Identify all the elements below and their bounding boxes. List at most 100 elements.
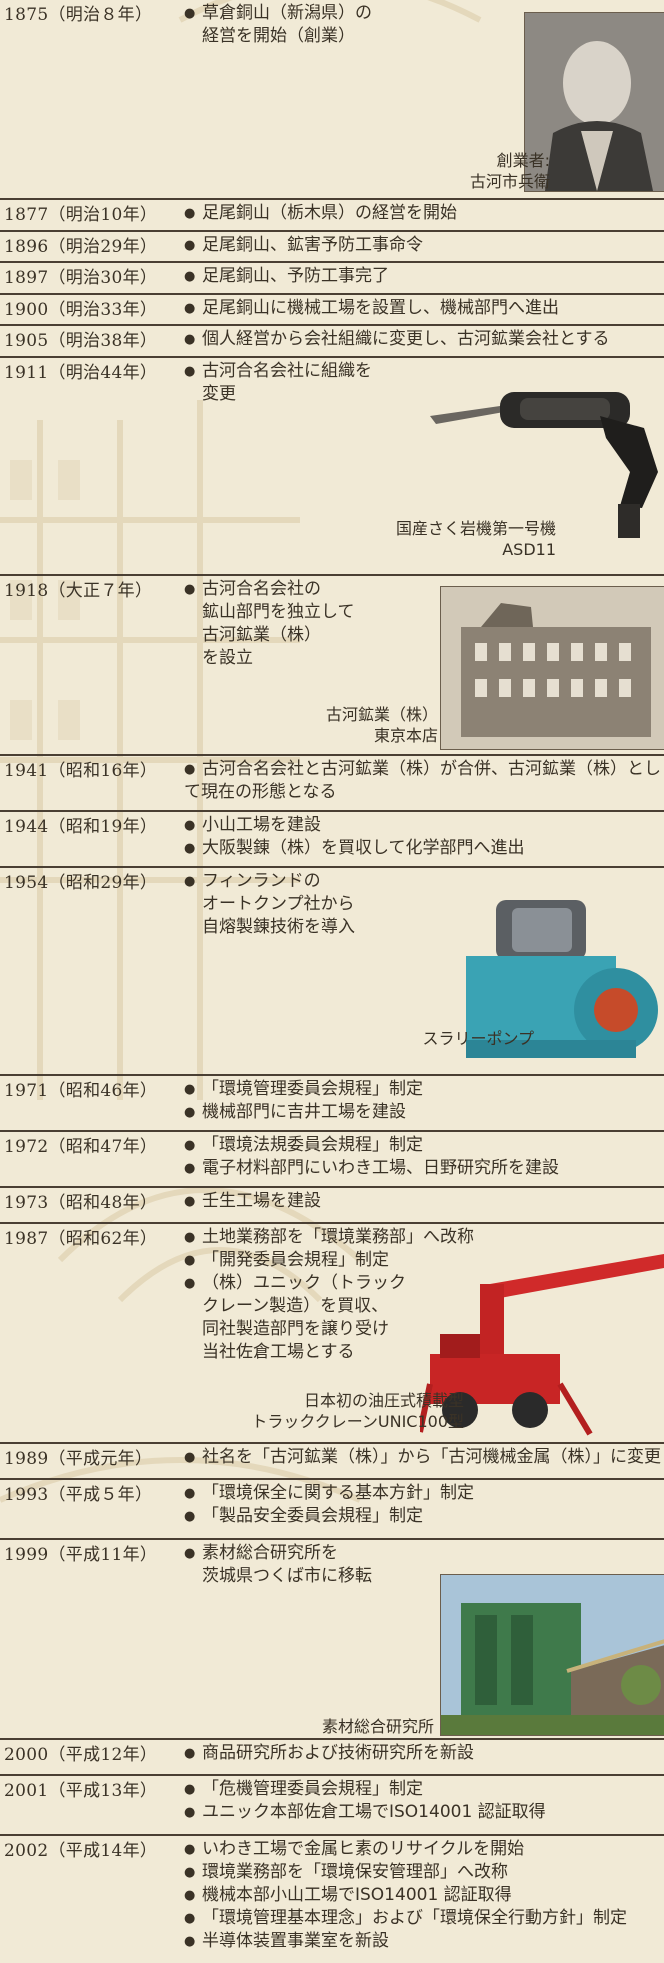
event-item: 「環境管理委員会規程」制定 [184, 1078, 664, 1101]
row-events: 足尾銅山、鉱害予防工事命令 [184, 234, 664, 257]
row-events: いわき工場で金属ヒ素のリサイクルを開始 環境業務部を「環境保安管理部」へ改称 機… [184, 1838, 664, 1953]
event-item: 茨城県つくば市に移転 [202, 1566, 372, 1586]
row-events: 「環境法規委員会規程」制定 電子材料部門にいわき工場、日野研究所を建設 [184, 1134, 664, 1180]
row-events: 草倉銅山（新潟県）の 経営を開始（創業） [184, 2, 664, 48]
row-date: 2002（平成14年） [4, 1841, 158, 1861]
event-item: て現在の形態となる [184, 782, 337, 802]
row-date: 1944（昭和19年） [4, 817, 158, 837]
row-date: 2000（平成12年） [4, 1745, 158, 1765]
event-item: 当社佐倉工場とする [202, 1342, 355, 1362]
tokyo-headquarters-photo [440, 586, 664, 750]
event-item: 変更 [202, 384, 236, 404]
event-item: 「危機管理委員会規程」制定 [184, 1778, 664, 1801]
timeline-row: 1999（平成11年） 素材総合研究所を 茨城県つくば市に移転 素材総合研究所 [0, 1538, 664, 1740]
truck-crane-illustration [420, 1254, 664, 1436]
row-events: 小山工場を建設 大阪製錬（株）を買収して化学部門へ進出 [184, 814, 664, 860]
row-date: 1989（平成元年） [4, 1449, 153, 1469]
event-item: 社名を「古河鉱業（株）」から「古河機械金属（株）」に変更 [184, 1446, 664, 1469]
photo-caption: 古河鉱業（株） 東京本店 [325, 705, 438, 745]
row-date: 1999（平成11年） [4, 1545, 158, 1565]
event-item: 足尾銅山に機械工場を設置し、機械部門へ進出 [184, 297, 664, 320]
slurry-pump-illustration [466, 900, 658, 1058]
event-item: 商品研究所および技術研究所を新設 [184, 1742, 664, 1765]
event-item: 半導体装置事業室を新設 [184, 1930, 664, 1953]
event-item: 大阪製錬（株）を買収して化学部門へ進出 [184, 837, 664, 860]
timeline-row: 1941（昭和16年） 古河合名会社と古河鉱業（株）が合併、古河鉱業（株）とし … [0, 754, 664, 812]
timeline-row: 1918（大正７年） 古河合名会社の 鉱山部門を独立して 古河鉱業（株） を設立… [0, 574, 664, 756]
photo-caption: スラリーポンプ [422, 1029, 534, 1048]
photo-caption: 創業者: 古河市兵衛 [469, 151, 550, 191]
event-item: 自熔製錬技術を導入 [202, 917, 355, 937]
timeline-row: 1897（明治30年） 足尾銅山、予防工事完了 [0, 261, 664, 295]
row-date: 1896（明治29年） [4, 237, 158, 257]
event-item: 「製品安全委員会規程」制定 [184, 1505, 664, 1528]
row-events: 足尾銅山に機械工場を設置し、機械部門へ進出 [184, 297, 664, 320]
row-date: 1993（平成５年） [4, 1485, 153, 1505]
row-date: 1897（明治30年） [4, 268, 158, 288]
row-events: 足尾銅山、予防工事完了 [184, 265, 664, 288]
timeline-row: 1900（明治33年） 足尾銅山に機械工場を設置し、機械部門へ進出 [0, 293, 664, 326]
row-events: 壬生工場を建設 [184, 1190, 664, 1213]
row-events: 古河合名会社の 鉱山部門を独立して 古河鉱業（株） を設立 [184, 578, 664, 670]
timeline-row: 1971（昭和46年） 「環境管理委員会規程」制定 機械部門に吉井工場を建設 [0, 1074, 664, 1132]
row-date: 1973（昭和48年） [4, 1193, 158, 1213]
timeline-row: 1972（昭和47年） 「環境法規委員会規程」制定 電子材料部門にいわき工場、日… [0, 1130, 664, 1188]
event-item: 素材総合研究所を [184, 1542, 664, 1565]
row-events: 商品研究所および技術研究所を新設 [184, 1742, 664, 1765]
row-date: 1918（大正７年） [4, 581, 153, 601]
event-item: 土地業務部を「環境業務部」へ改称 [184, 1226, 664, 1249]
research-institute-photo [440, 1574, 664, 1736]
event-item: 同社製造部門を譲り受け [202, 1319, 389, 1339]
event-item: 足尾銅山（栃木県）の経営を開始 [184, 202, 664, 225]
row-date: 1875（明治８年） [4, 5, 153, 25]
timeline-row: 1875（明治８年） 草倉銅山（新潟県）の 経営を開始（創業） 創業者: 古河市… [0, 0, 664, 198]
row-events: 古河合名会社と古河鉱業（株）が合併、古河鉱業（株）とし て現在の形態となる [184, 758, 664, 804]
timeline-row: 1954（昭和29年） フィンランドの オートクンプ社から 自熔製錬技術を導入 … [0, 866, 664, 1076]
row-date: 1987（昭和62年） [4, 1229, 158, 1249]
row-events: 足尾銅山（栃木県）の経営を開始 [184, 202, 664, 225]
event-item: 小山工場を建設 [184, 814, 664, 837]
event-item: 機械本部小山工場でISO14001 認証取得 [184, 1884, 664, 1907]
row-date: 1900（明治33年） [4, 300, 158, 320]
timeline-row: 1993（平成５年） 「環境保全に関する基本方針」制定 「製品安全委員会規程」制… [0, 1478, 664, 1540]
event-item: 経営を開始（創業） [202, 26, 355, 46]
photo-caption: 素材総合研究所 [321, 1717, 434, 1736]
row-date: 2001（平成13年） [4, 1781, 158, 1801]
timeline-row: 1877（明治10年） 足尾銅山（栃木県）の経営を開始 [0, 198, 664, 232]
row-date: 1954（昭和29年） [4, 873, 158, 893]
event-item: 草倉銅山（新潟県）の [184, 2, 664, 25]
event-item: 足尾銅山、鉱害予防工事命令 [184, 234, 664, 257]
photo-caption: 日本初の油圧式積載型 トラッククレーンUNIC100型 [251, 1391, 464, 1431]
timeline-row: 1896（明治29年） 足尾銅山、鉱害予防工事命令 [0, 230, 664, 263]
event-item: （株）ユニック（トラック [184, 1272, 664, 1295]
event-item: 「開発委員会規程」制定 [184, 1249, 664, 1272]
rock-drill-illustration [430, 392, 658, 538]
row-events: 古河合名会社に組織を 変更 [184, 360, 664, 406]
row-date: 1877（明治10年） [4, 205, 158, 225]
timeline-row: 1987（昭和62年） 土地業務部を「環境業務部」へ改称 「開発委員会規程」制定… [0, 1222, 664, 1444]
event-item: クレーン製造）を買収、 [202, 1296, 389, 1316]
row-events: 「環境保全に関する基本方針」制定 「製品安全委員会規程」制定 [184, 1482, 664, 1528]
photo-caption: 国産さく岩機第一号機 ASD11 [395, 519, 556, 559]
row-date: 1971（昭和46年） [4, 1081, 158, 1101]
event-item: 環境業務部を「環境保安管理部」へ改称 [184, 1861, 664, 1884]
timeline-row: 1911（明治44年） 古河合名会社に組織を 変更 国産さく岩機第一号機 ASD… [0, 356, 664, 576]
timeline-row: 1973（昭和48年） 壬生工場を建設 [0, 1186, 664, 1224]
event-item: 個人経営から会社組織に変更し、古河鉱業会社とする [184, 328, 664, 351]
event-item: 「環境法規委員会規程」制定 [184, 1134, 664, 1157]
event-item: オートクンプ社から [202, 894, 355, 914]
timeline-row: 1989（平成元年） 社名を「古河鉱業（株）」から「古河機械金属（株）」に変更 [0, 1442, 664, 1480]
event-item: 「環境保全に関する基本方針」制定 [184, 1482, 664, 1505]
founder-portrait-photo [524, 12, 664, 192]
event-item: を設立 [202, 648, 253, 668]
timeline-row: 1905（明治38年） 個人経営から会社組織に変更し、古河鉱業会社とする [0, 324, 664, 358]
row-date: 1941（昭和16年） [4, 761, 158, 781]
row-events: 「危機管理委員会規程」制定 ユニック本部佐倉工場でISO14001 認証取得 [184, 1778, 664, 1824]
row-date: 1972（昭和47年） [4, 1137, 158, 1157]
row-events: 社名を「古河鉱業（株）」から「古河機械金属（株）」に変更 [184, 1446, 664, 1469]
event-item: 古河鉱業（株） [202, 625, 321, 645]
event-item: 鉱山部門を独立して [202, 602, 355, 622]
event-item: 古河合名会社と古河鉱業（株）が合併、古河鉱業（株）とし [184, 758, 664, 781]
event-item: フィンランドの [184, 870, 664, 893]
